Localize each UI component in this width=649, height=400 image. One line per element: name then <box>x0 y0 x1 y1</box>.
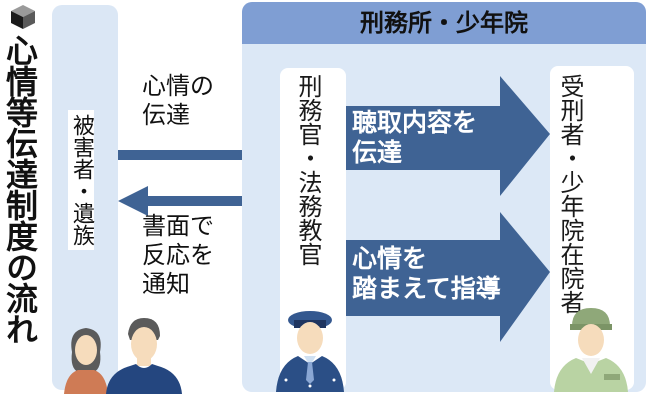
flow-to-prison-label: 心情の 伝達 <box>142 72 214 129</box>
victim-woman-figure <box>64 328 108 394</box>
victim-man-figure <box>106 318 182 394</box>
arrow-left-icon <box>118 186 278 216</box>
big-arrow-bottom-icon <box>346 212 550 342</box>
officer-label: 刑務官・法務教官 <box>294 74 322 266</box>
flow-to-victims-label: 書面で 反応を 通知 <box>142 212 214 298</box>
diagram-title: 心情等伝達制度の流れ <box>1 34 39 344</box>
arrow-top-text: 聴取内容を 伝達 <box>352 108 478 167</box>
big-arrow-top-icon <box>346 76 550 196</box>
inmate-figure <box>554 308 628 392</box>
victims-label: 被害者・遺族 <box>68 110 94 250</box>
officer-figure <box>276 311 344 392</box>
cube-icon <box>11 5 35 29</box>
institution-header: 刑務所・少年院 <box>242 2 646 44</box>
arrow-bottom-text: 心情を 踏まえて指導 <box>352 244 501 303</box>
inmate-label: 受刑者・少年院在院者 <box>556 74 584 314</box>
